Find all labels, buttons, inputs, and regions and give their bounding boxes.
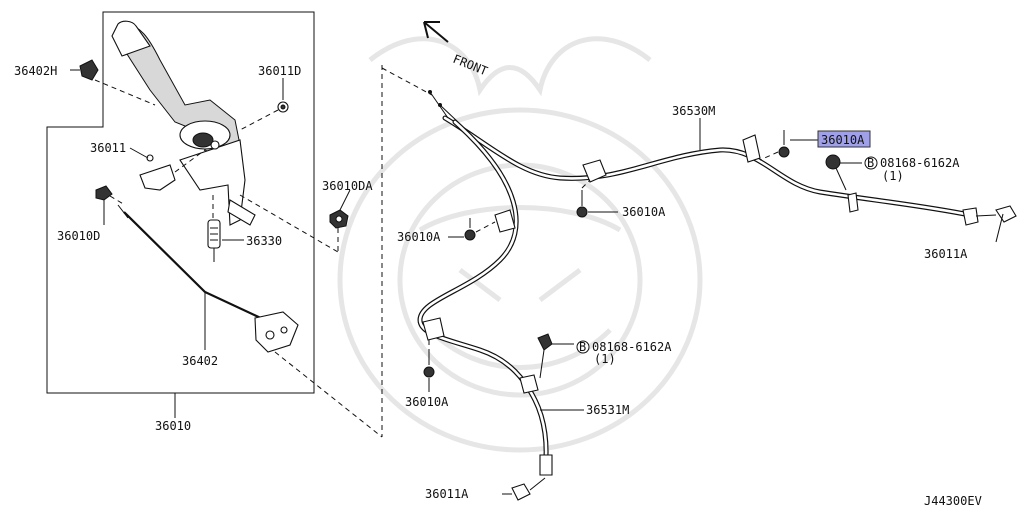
label-36010A-lower: 36010A: [405, 395, 449, 409]
bolt-08168-6162A-upper: [825, 154, 862, 191]
label-36010: 36010: [155, 419, 191, 433]
watermark-emblem: [337, 36, 703, 453]
diagram-code: J44300EV: [924, 494, 982, 508]
bolt-symbol-upper: B: [867, 156, 874, 170]
cable-36531M: [417, 103, 553, 501]
spring-36330: [207, 195, 244, 262]
label-08168-6162A-lower: 08168-6162A: [592, 340, 672, 354]
bolt-36011D: [239, 78, 289, 131]
label-36010DA: 36010DA: [322, 179, 373, 193]
front-direction-arrow: [423, 21, 449, 43]
bolt-36010A-highlighted: [759, 130, 818, 161]
cable-36530M: [428, 90, 1017, 243]
bolt-36010A-left: [448, 218, 496, 241]
label-36011A-right: 36011A: [924, 247, 968, 261]
label-qty-upper: (1): [882, 169, 904, 183]
nut-36010D: [95, 185, 126, 225]
label-36530M: 36530M: [672, 104, 715, 118]
cable-36402: [117, 204, 383, 438]
assembly-outline-36010: [46, 11, 315, 394]
bolt-symbol-circle-lower: [576, 340, 590, 354]
label-36010D: 36010D: [57, 229, 100, 243]
label-36011: 36011: [90, 141, 126, 155]
brake-lever-36010: [111, 20, 256, 226]
nut-36010DA: [239, 65, 433, 437]
front-label: FRONT: [451, 52, 490, 79]
label-36330: 36330: [246, 234, 282, 248]
label-08168-6162A-upper: 08168-6162A: [880, 156, 960, 170]
label-36531M: 36531M: [586, 403, 629, 417]
label-36011D: 36011D: [258, 64, 301, 78]
label-36010A-highlighted[interactable]: 36010A: [821, 133, 865, 147]
bolt-symbol-lower: B: [579, 340, 586, 354]
bolt-symbol-circle-upper: [864, 156, 878, 170]
highlight-box-36010A[interactable]: [817, 130, 871, 148]
bolt-08168-6162A-lower: [537, 333, 574, 379]
label-36011A-bottom: 36011A: [425, 487, 469, 501]
label-qty-lower: (1): [594, 352, 616, 366]
label-36010A-mid: 36010A: [622, 205, 666, 219]
bolt-36010A-lower: [423, 340, 435, 392]
label-36402: 36402: [182, 354, 218, 368]
clip-36402H: [70, 59, 156, 106]
label-36010A-left: 36010A: [397, 230, 441, 244]
bolt-36010A-mid: [576, 179, 618, 218]
pin-36011: [129, 147, 206, 191]
label-36402H: 36402H: [14, 64, 57, 78]
